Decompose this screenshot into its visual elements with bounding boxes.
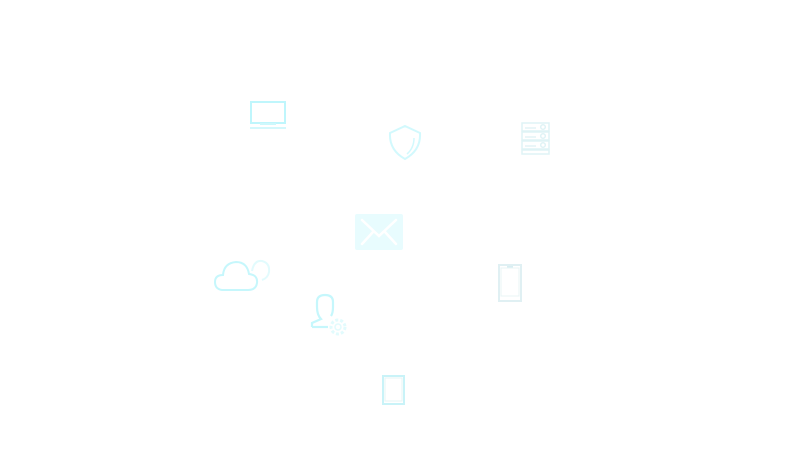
envelope-icon bbox=[355, 214, 403, 250]
smartphone-icon bbox=[498, 264, 522, 302]
user-settings-icon bbox=[310, 293, 350, 338]
tablet-icon bbox=[382, 375, 405, 405]
cloud-icon bbox=[213, 258, 271, 292]
shield-icon bbox=[388, 124, 422, 161]
monitor-icon bbox=[250, 101, 286, 129]
server-icon bbox=[521, 122, 550, 155]
